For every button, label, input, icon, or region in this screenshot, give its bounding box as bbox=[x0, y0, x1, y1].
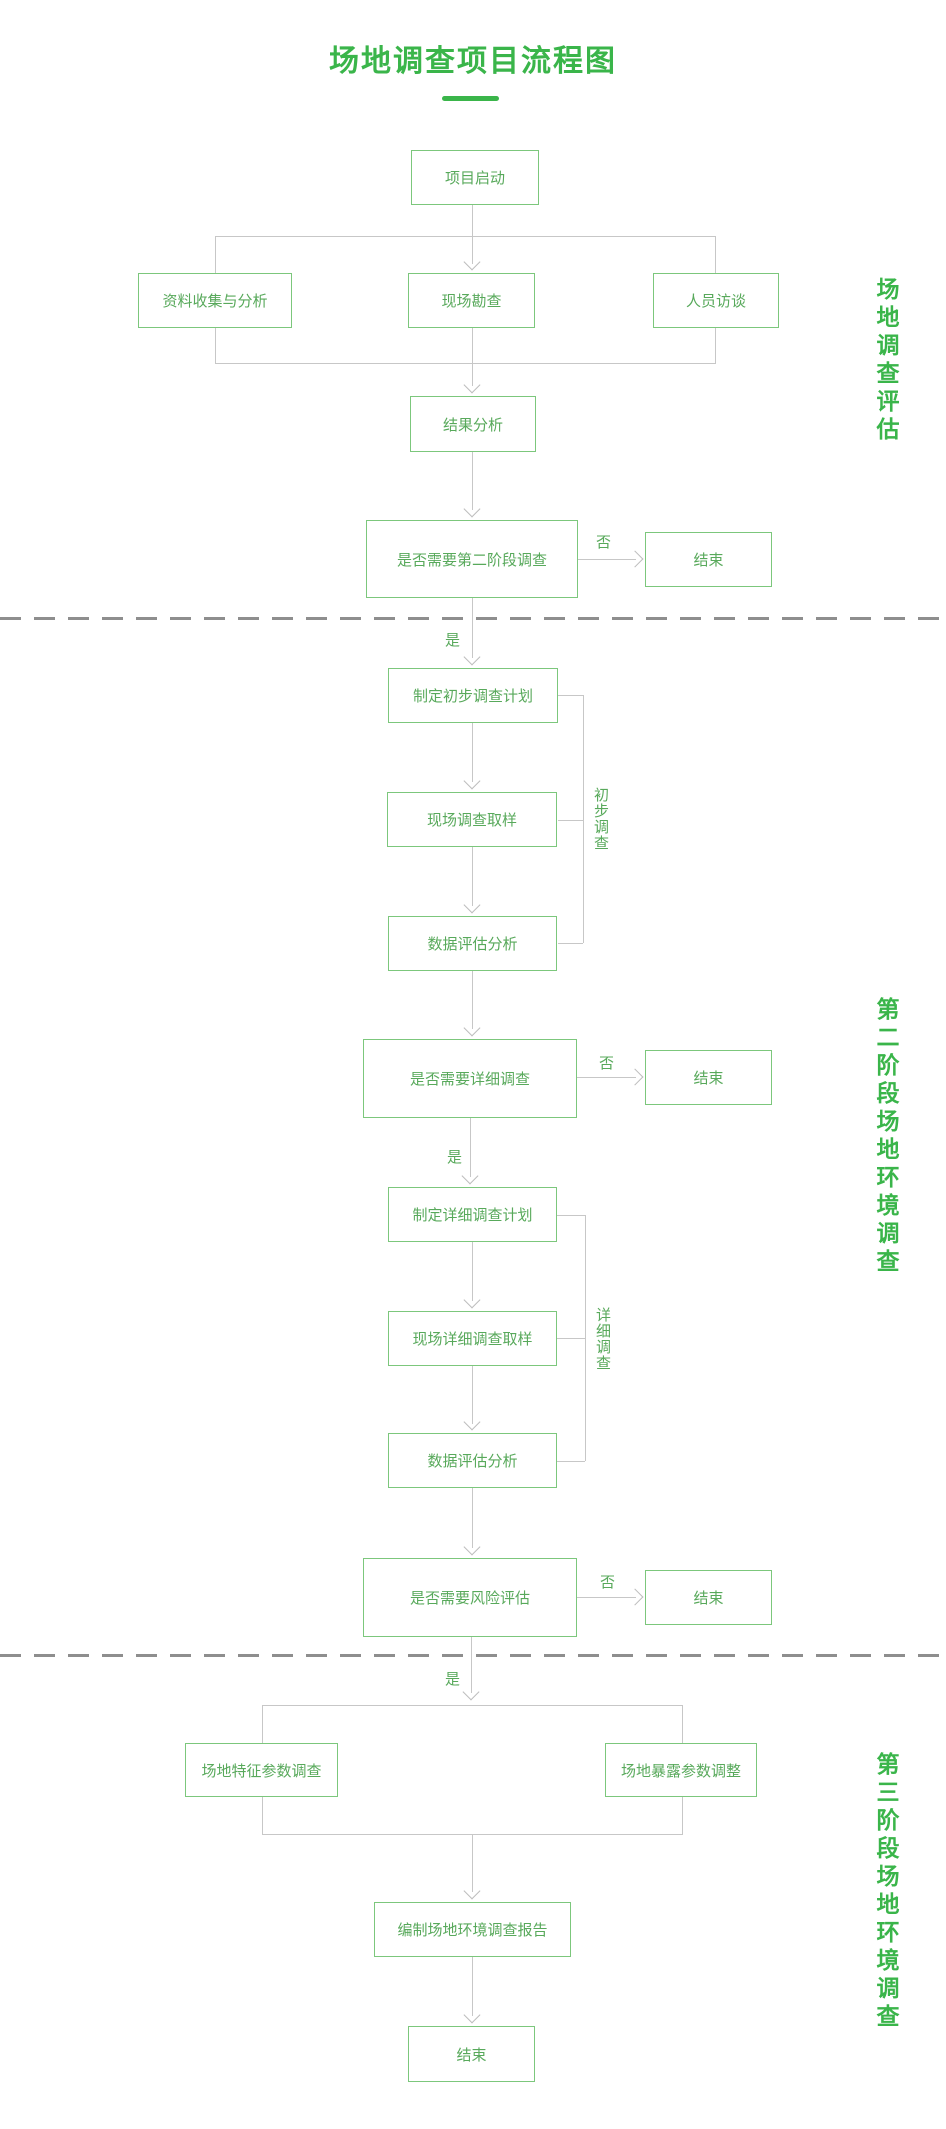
connector-line bbox=[715, 328, 716, 363]
arrowhead-down-icon bbox=[463, 253, 481, 271]
connector-line bbox=[472, 1957, 473, 2016]
bracket-line bbox=[558, 943, 583, 944]
node-report: 编制场地环境调查报告 bbox=[374, 1902, 571, 1957]
arrowhead-down-icon bbox=[461, 1167, 479, 1185]
arrowhead-down-icon bbox=[463, 376, 481, 394]
arrowhead-down-icon bbox=[463, 2006, 481, 2024]
edge-label-no: 否 bbox=[596, 534, 612, 551]
node-exposure-param: 场地暴露参数调整 bbox=[605, 1743, 757, 1797]
bracket-line bbox=[557, 1461, 585, 1462]
edge-label-yes: 是 bbox=[447, 1149, 463, 1166]
edge-label-no: 否 bbox=[599, 1055, 615, 1072]
arrowhead-down-icon bbox=[463, 1882, 481, 1900]
page-title: 场地调查项目流程图 bbox=[329, 45, 617, 78]
connector-line bbox=[715, 236, 716, 273]
arrowhead-down-icon bbox=[463, 1538, 481, 1556]
node-detailed-sampling: 现场详细调查取样 bbox=[388, 1311, 557, 1366]
bracket-line bbox=[585, 1215, 586, 1461]
node-plan-detailed: 制定详细调查计划 bbox=[388, 1187, 557, 1242]
arrowhead-down-icon bbox=[462, 1683, 480, 1701]
connector-line bbox=[471, 1637, 472, 1693]
arrowhead-down-icon bbox=[463, 896, 481, 914]
bracket-label-preliminary: 初步调查 bbox=[592, 787, 609, 851]
node-need-risk: 是否需要风险评估 bbox=[363, 1558, 577, 1637]
connector-line bbox=[472, 971, 473, 1029]
connector-line bbox=[472, 328, 473, 386]
node-field-sampling: 现场调查取样 bbox=[387, 792, 557, 847]
edge-label-yes: 是 bbox=[445, 1671, 461, 1688]
node-data-collection: 资料收集与分析 bbox=[138, 273, 292, 328]
phase-label-2: 第二阶段场地环境调查 bbox=[873, 997, 899, 1277]
arrowhead-down-icon bbox=[463, 1019, 481, 1037]
node-end-1: 结束 bbox=[645, 532, 772, 587]
node-interviews: 人员访谈 bbox=[653, 273, 779, 328]
bracket-line bbox=[557, 1215, 585, 1216]
connector-line bbox=[215, 328, 216, 363]
node-data-eval-1: 数据评估分析 bbox=[388, 916, 557, 971]
node-site-param: 场地特征参数调查 bbox=[185, 1743, 338, 1797]
connector-line bbox=[215, 363, 716, 364]
node-end-4: 结束 bbox=[408, 2026, 535, 2082]
connector-line bbox=[472, 205, 473, 264]
connector-line bbox=[215, 236, 716, 237]
connector-line bbox=[215, 236, 216, 273]
arrowhead-right-icon bbox=[626, 1588, 644, 1606]
edge-label-no: 否 bbox=[600, 1574, 616, 1591]
connector-line bbox=[470, 1118, 471, 1177]
bracket-line bbox=[558, 695, 583, 696]
connector-line bbox=[472, 723, 473, 782]
connector-line bbox=[682, 1705, 683, 1743]
node-need-detailed: 是否需要详细调查 bbox=[363, 1039, 577, 1118]
connector-line bbox=[472, 1488, 473, 1548]
connector-line bbox=[472, 598, 473, 658]
connector-line bbox=[262, 1705, 683, 1706]
node-end-2: 结束 bbox=[645, 1050, 772, 1105]
bracket-label-detailed: 详细调查 bbox=[594, 1307, 611, 1371]
arrowhead-down-icon bbox=[463, 648, 481, 666]
connector-line bbox=[472, 1242, 473, 1301]
phase-label-1: 场地调查评估 bbox=[873, 277, 899, 445]
arrowhead-down-icon bbox=[463, 772, 481, 790]
node-data-eval-2: 数据评估分析 bbox=[388, 1433, 557, 1488]
connector-line bbox=[472, 1366, 473, 1424]
connector-line bbox=[472, 452, 473, 510]
node-plan-preliminary: 制定初步调查计划 bbox=[388, 668, 558, 723]
connector-line bbox=[682, 1797, 683, 1834]
node-need-phase2: 是否需要第二阶段调查 bbox=[366, 520, 578, 598]
arrowhead-right-icon bbox=[626, 550, 644, 568]
phase-label-3: 第三阶段场地环境调查 bbox=[873, 1752, 899, 2032]
edge-label-yes: 是 bbox=[445, 632, 461, 649]
phase-divider-2 bbox=[0, 1654, 946, 1657]
connector-line bbox=[577, 1077, 636, 1078]
arrowhead-down-icon bbox=[463, 1291, 481, 1309]
node-project-start: 项目启动 bbox=[411, 150, 539, 205]
node-site-survey: 现场勘查 bbox=[408, 273, 535, 328]
connector-line bbox=[472, 847, 473, 906]
phase-divider-1 bbox=[0, 617, 946, 620]
node-result-analysis: 结果分析 bbox=[410, 396, 536, 452]
connector-line bbox=[472, 1834, 473, 1892]
arrowhead-down-icon bbox=[463, 1413, 481, 1431]
node-end-3: 结束 bbox=[645, 1570, 772, 1625]
title-underline bbox=[442, 96, 499, 101]
bracket-line bbox=[583, 695, 584, 943]
bracket-line bbox=[557, 1338, 585, 1339]
arrowhead-right-icon bbox=[626, 1068, 644, 1086]
connector-line bbox=[577, 1597, 636, 1598]
arrowhead-down-icon bbox=[463, 500, 481, 518]
bracket-line bbox=[558, 820, 583, 821]
connector-line bbox=[578, 559, 636, 560]
connector-line bbox=[262, 1705, 263, 1743]
connector-line bbox=[262, 1797, 263, 1834]
